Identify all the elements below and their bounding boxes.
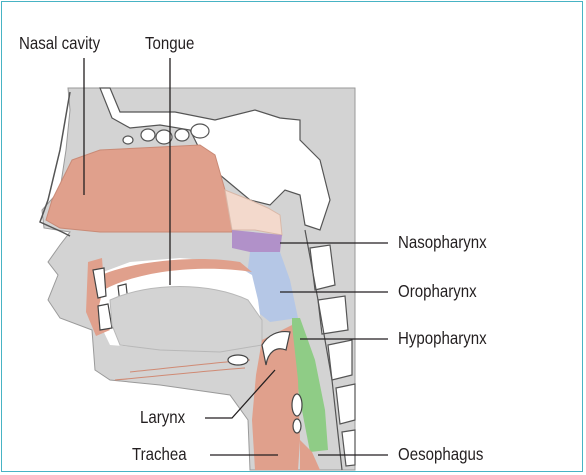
label-trachea: Trachea [132, 446, 187, 464]
vocal-cartilage [292, 394, 302, 433]
tongue-body [110, 287, 262, 353]
hyoid-bone [228, 355, 248, 365]
label-hypopharynx: Hypopharynx [398, 330, 487, 348]
label-oropharynx: Oropharynx [398, 283, 477, 301]
label-nasopharynx: Nasopharynx [398, 234, 487, 252]
label-nasal-cavity: Nasal cavity [19, 35, 100, 53]
label-tongue: Tongue [145, 35, 194, 53]
label-larynx: Larynx [140, 409, 185, 427]
label-oesophagus: Oesophagus [398, 446, 483, 464]
